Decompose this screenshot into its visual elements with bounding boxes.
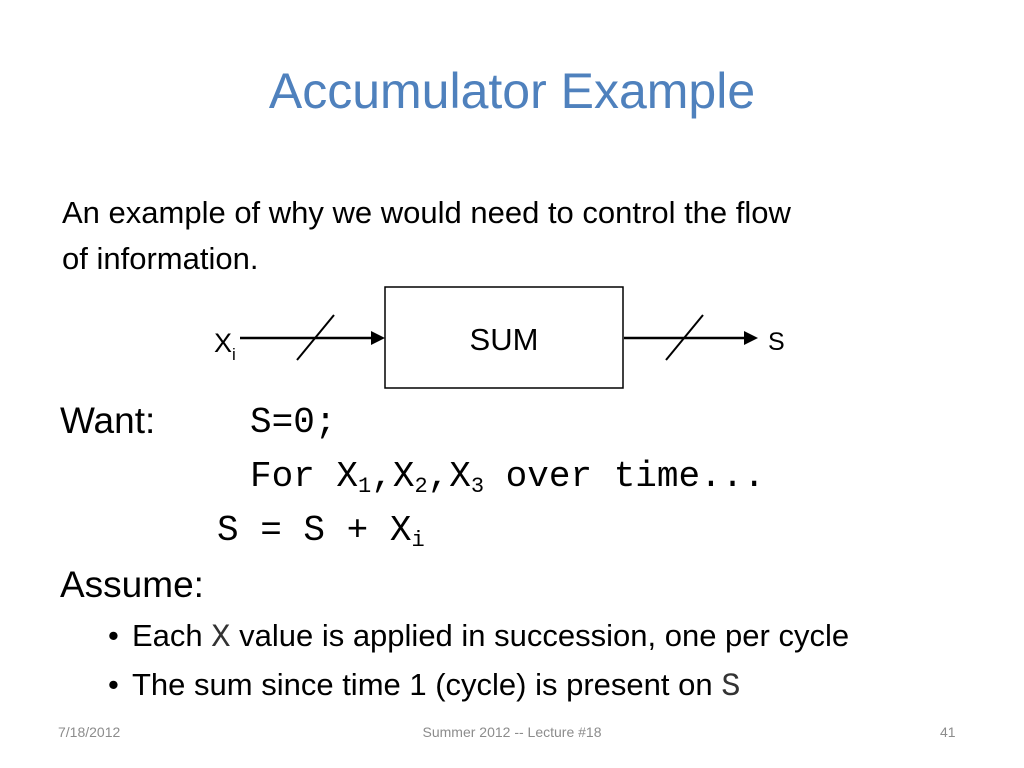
bullet-icon: • [108,618,119,653]
footer-lecture: Summer 2012 -- Lecture #18 [422,724,602,740]
footer-date: 7/18/2012 [58,724,121,740]
inline-code: X [211,619,231,656]
sum-box-label: SUM [470,322,539,357]
footer-page-number: 41 [940,724,956,740]
slide-title: Accumulator Example [268,63,756,119]
code-line-3: S = S + Xi [217,510,425,553]
code-line-2: For X1,X2,X3 over time... [250,456,765,499]
bullet-icon: • [108,667,119,702]
output-label: S [768,328,785,356]
inline-code: S [721,668,741,705]
intro-text: An example of why we would need to contr… [62,195,791,276]
input-arrowhead [371,331,385,345]
sum-box [384,286,624,389]
output-bus-slash [665,314,704,361]
assume-label: Assume: [60,564,204,605]
input-subscript: i [232,345,236,364]
assume-list: •Each X value is applied in succession, … [108,612,849,710]
code-line-1: S=0; [250,402,337,443]
list-item: •Each X value is applied in succession, … [108,612,849,661]
list-item: •The sum since time 1 (cycle) is present… [108,661,849,710]
input-bus-slash [296,314,335,361]
output-arrowhead [744,331,758,345]
want-label: Want: [60,400,156,441]
input-label: Xi [214,328,236,364]
